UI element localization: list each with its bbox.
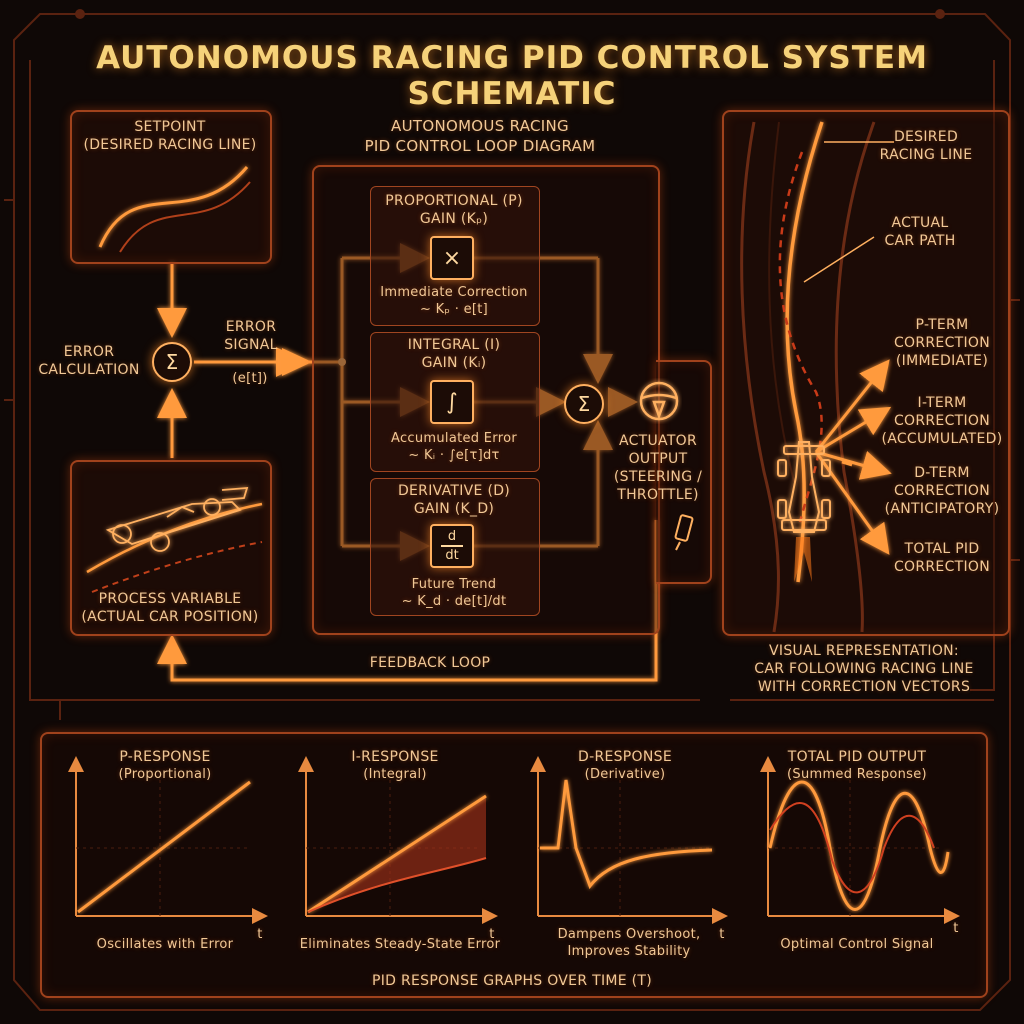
setpoint-label: SETPOINT (DESIRED RACING LINE) [83, 119, 257, 153]
process-panel [70, 460, 272, 636]
graph-i-caption: Eliminates Steady-State Error [299, 937, 501, 952]
graph-total-title: TOTAL PID OUTPUT [787, 749, 927, 765]
derivative-top: d [447, 529, 457, 545]
i-gain-desc: Accumulated Error ~ Kᵢ · ∫e[τ]dτ [391, 431, 517, 463]
graphs-footer: PID RESPONSE GRAPHS OVER TIME (t) [371, 973, 653, 989]
desired-racing-line-label: DESIRED RACING LINE [879, 129, 973, 163]
d-term-label: D-TERM CORRECTION (Anticipatory) [884, 465, 1000, 517]
p-gain-label: PROPORTIONAL (P) GAIN (Kₚ) [385, 193, 523, 227]
p-gain-desc: Immediate Correction ~ Kₚ · e[t] [380, 285, 528, 317]
error-signal-sub: (e[t]) [232, 371, 268, 386]
graph-p-caption: Oscillates with Error [96, 937, 234, 952]
graph-total-axis-t: t [953, 921, 959, 936]
derivative-operator: d dt [430, 524, 474, 568]
error-sum-junction: Σ [152, 342, 192, 382]
graph-d-axis-t: t [719, 927, 725, 942]
multiply-operator: × [430, 236, 474, 280]
actuator-frame [656, 360, 712, 584]
track-caption: VISUAL REPRESENTATION: CAR FOLLOWING RAC… [754, 643, 974, 695]
feedback-loop-label: FEEDBACK LOOP [369, 655, 491, 671]
loop-diagram-title: AUTONOMOUS RACING PID CONTROL LOOP DIAGR… [364, 117, 596, 155]
page-title: AUTONOMOUS RACING PID CONTROL SYSTEM SCH… [96, 40, 928, 112]
actuator-label: ACTUATOR OUTPUT (STEERING / THROTTLE) [613, 433, 703, 503]
setpoint-panel [70, 110, 272, 264]
error-signal-label: ERROR SIGNAL [224, 319, 278, 353]
multiply-symbol: × [442, 245, 462, 271]
actual-car-path-label: ACTUAL CAR PATH [884, 215, 956, 249]
derivative-fraction-bar [441, 545, 463, 547]
output-sum-symbol: Σ [577, 392, 591, 416]
graph-total-sub: (Summed Response) [787, 767, 927, 782]
steering-wheel-icon [639, 381, 679, 421]
graph-p-title: P-RESPONSE [119, 749, 211, 765]
graph-i-sub: (Integral) [363, 767, 427, 782]
i-gain-label: INTEGRAL (I) GAIN (Kᵢ) [407, 337, 501, 371]
error-calc-label: ERROR CALCULATION [38, 344, 140, 378]
setpoint-curve [98, 166, 251, 253]
sum-symbol: Σ [165, 350, 179, 374]
car-icon [86, 486, 263, 593]
total-pid-label: TOTAL PID CORRECTION [893, 541, 991, 575]
track-panel [722, 110, 1010, 636]
graph-total-caption: Optimal Control Signal [780, 937, 934, 952]
p-term-label: P-TERM CORRECTION (Immediate) [893, 317, 991, 369]
graph-p-axis-t: t [257, 927, 263, 942]
process-label: PROCESS VARIABLE (ACTUAL CAR POSITION) [81, 591, 259, 625]
d-gain-label: DERIVATIVE (D) GAIN (K_d) [397, 483, 511, 517]
graph-i-axis-t: t [489, 927, 495, 942]
graph-d-caption: Dampens Overshoot, Improves Stability [557, 927, 701, 959]
d-gain-desc: Future Trend ~ K_d · de[t]/dt [401, 577, 507, 609]
pedal-icon [674, 514, 694, 551]
derivative-bottom: dt [445, 547, 459, 563]
track-visual [740, 121, 894, 633]
integral-operator: ∫ [430, 380, 474, 424]
graph-i-title: I-RESPONSE [351, 749, 439, 765]
i-term-label: I-TERM CORRECTION (Accumulated) [881, 395, 1003, 447]
graph-p-sub: (Proportional) [118, 767, 212, 782]
output-sum-junction: Σ [564, 384, 604, 424]
integral-symbol: ∫ [446, 389, 458, 415]
graph-d-title: D-RESPONSE [578, 749, 672, 765]
graph-d-sub: (Derivative) [584, 767, 666, 782]
